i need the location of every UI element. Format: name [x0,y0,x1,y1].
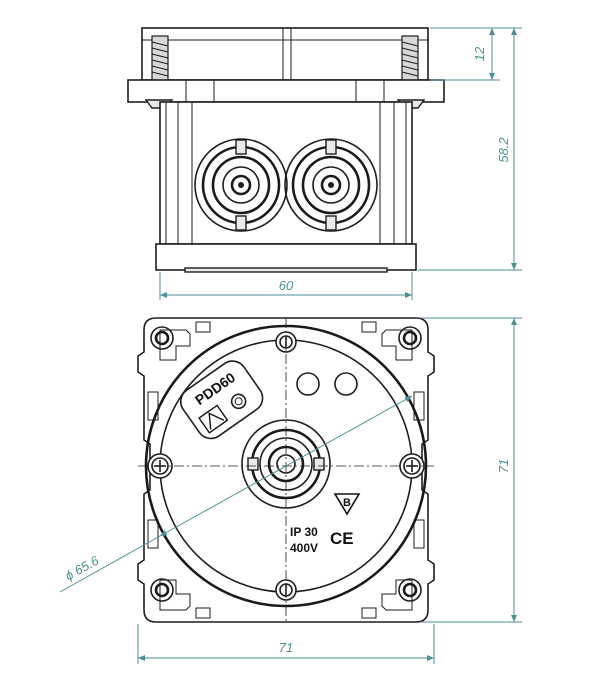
dimension-box-width-label: 60 [279,278,294,293]
dimension-flange-height: 12 [430,27,500,81]
side-flange [141,27,429,81]
corner-hole-br [398,578,422,602]
dimension-plate-width-label: 71 [279,640,293,655]
ce-mark: CE [330,529,354,548]
dimension-diameter-label: ϕ 65.6 [62,552,102,583]
side-view: 12 58.2 60 [127,27,522,300]
dimension-plate-height: 71 [420,317,522,623]
side-bottom [155,243,417,271]
dimension-plate-height-label: 71 [496,459,511,473]
ce-mark-icon: CE [330,529,354,548]
screw-icon [401,35,419,83]
model-label-tab: PDD60 [180,360,264,440]
dimension-plate-width: 71 [137,624,435,664]
mounting-plate [137,317,435,623]
ip-rating: IP 30 [290,525,318,539]
voltage-rating: 400V [290,541,318,555]
corner-hole-tr [398,326,422,350]
dimension-box-height-label: 58.2 [496,137,511,163]
dimension-box-width: 60 [159,272,413,300]
side-knockout-left [194,138,288,232]
b-class-triangle-icon: B [333,493,361,516]
side-knockout-right [284,138,378,232]
class-symbol: B [343,497,351,509]
dimension-flange-height-label: 12 [472,46,487,61]
dimension-box-height: 58.2 [418,27,522,271]
screw-icon [151,35,169,83]
corner-hole-tl [150,326,174,350]
corner-hole-bl [150,578,174,602]
side-lip [127,79,445,103]
top-view: PDD60 B IP 30 400V CE [59,317,522,664]
